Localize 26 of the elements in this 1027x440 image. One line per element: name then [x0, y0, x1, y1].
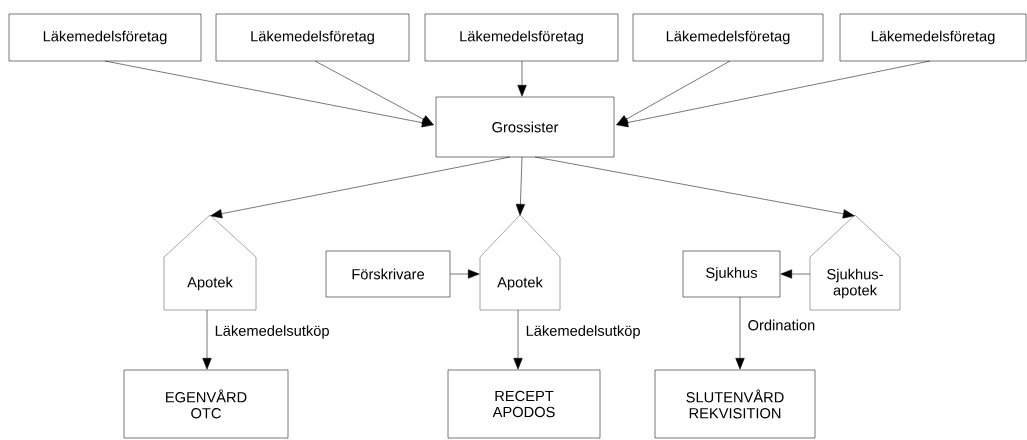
- arrow: [104, 60, 434, 128]
- edge-label: Ordination: [746, 318, 817, 332]
- box: Läkemedelsföretag: [8, 13, 202, 62]
- arrow: [515, 156, 525, 216]
- box: Sjukhus: [682, 250, 781, 298]
- arrow: [616, 60, 931, 128]
- arrow: [780, 269, 811, 279]
- arrow: [517, 60, 527, 97]
- arrow: [534, 156, 855, 219]
- box: Läkemedelsföretag: [215, 13, 410, 62]
- arrow: [513, 309, 523, 370]
- arrow: [314, 60, 434, 125]
- box: Förskrivare: [325, 250, 451, 298]
- edge-label: Läkemedelsutköp: [213, 323, 331, 341]
- arrow: [735, 296, 745, 370]
- box: SLUTENVÅRD REKVISITION: [654, 369, 816, 439]
- box: Läkemedelsföretag: [839, 13, 1027, 62]
- edge-label: Läkemedelsutköp: [524, 323, 642, 341]
- box: Läkemedelsföretag: [632, 13, 824, 62]
- box: Läkemedelsföretag: [424, 13, 619, 62]
- box: Grossister: [435, 96, 615, 158]
- arrow: [210, 156, 511, 219]
- box: EGENVÅRD OTC: [123, 369, 289, 439]
- arrow: [449, 269, 480, 279]
- box: RECEPT APODOS: [447, 369, 601, 439]
- arrow: [202, 309, 212, 370]
